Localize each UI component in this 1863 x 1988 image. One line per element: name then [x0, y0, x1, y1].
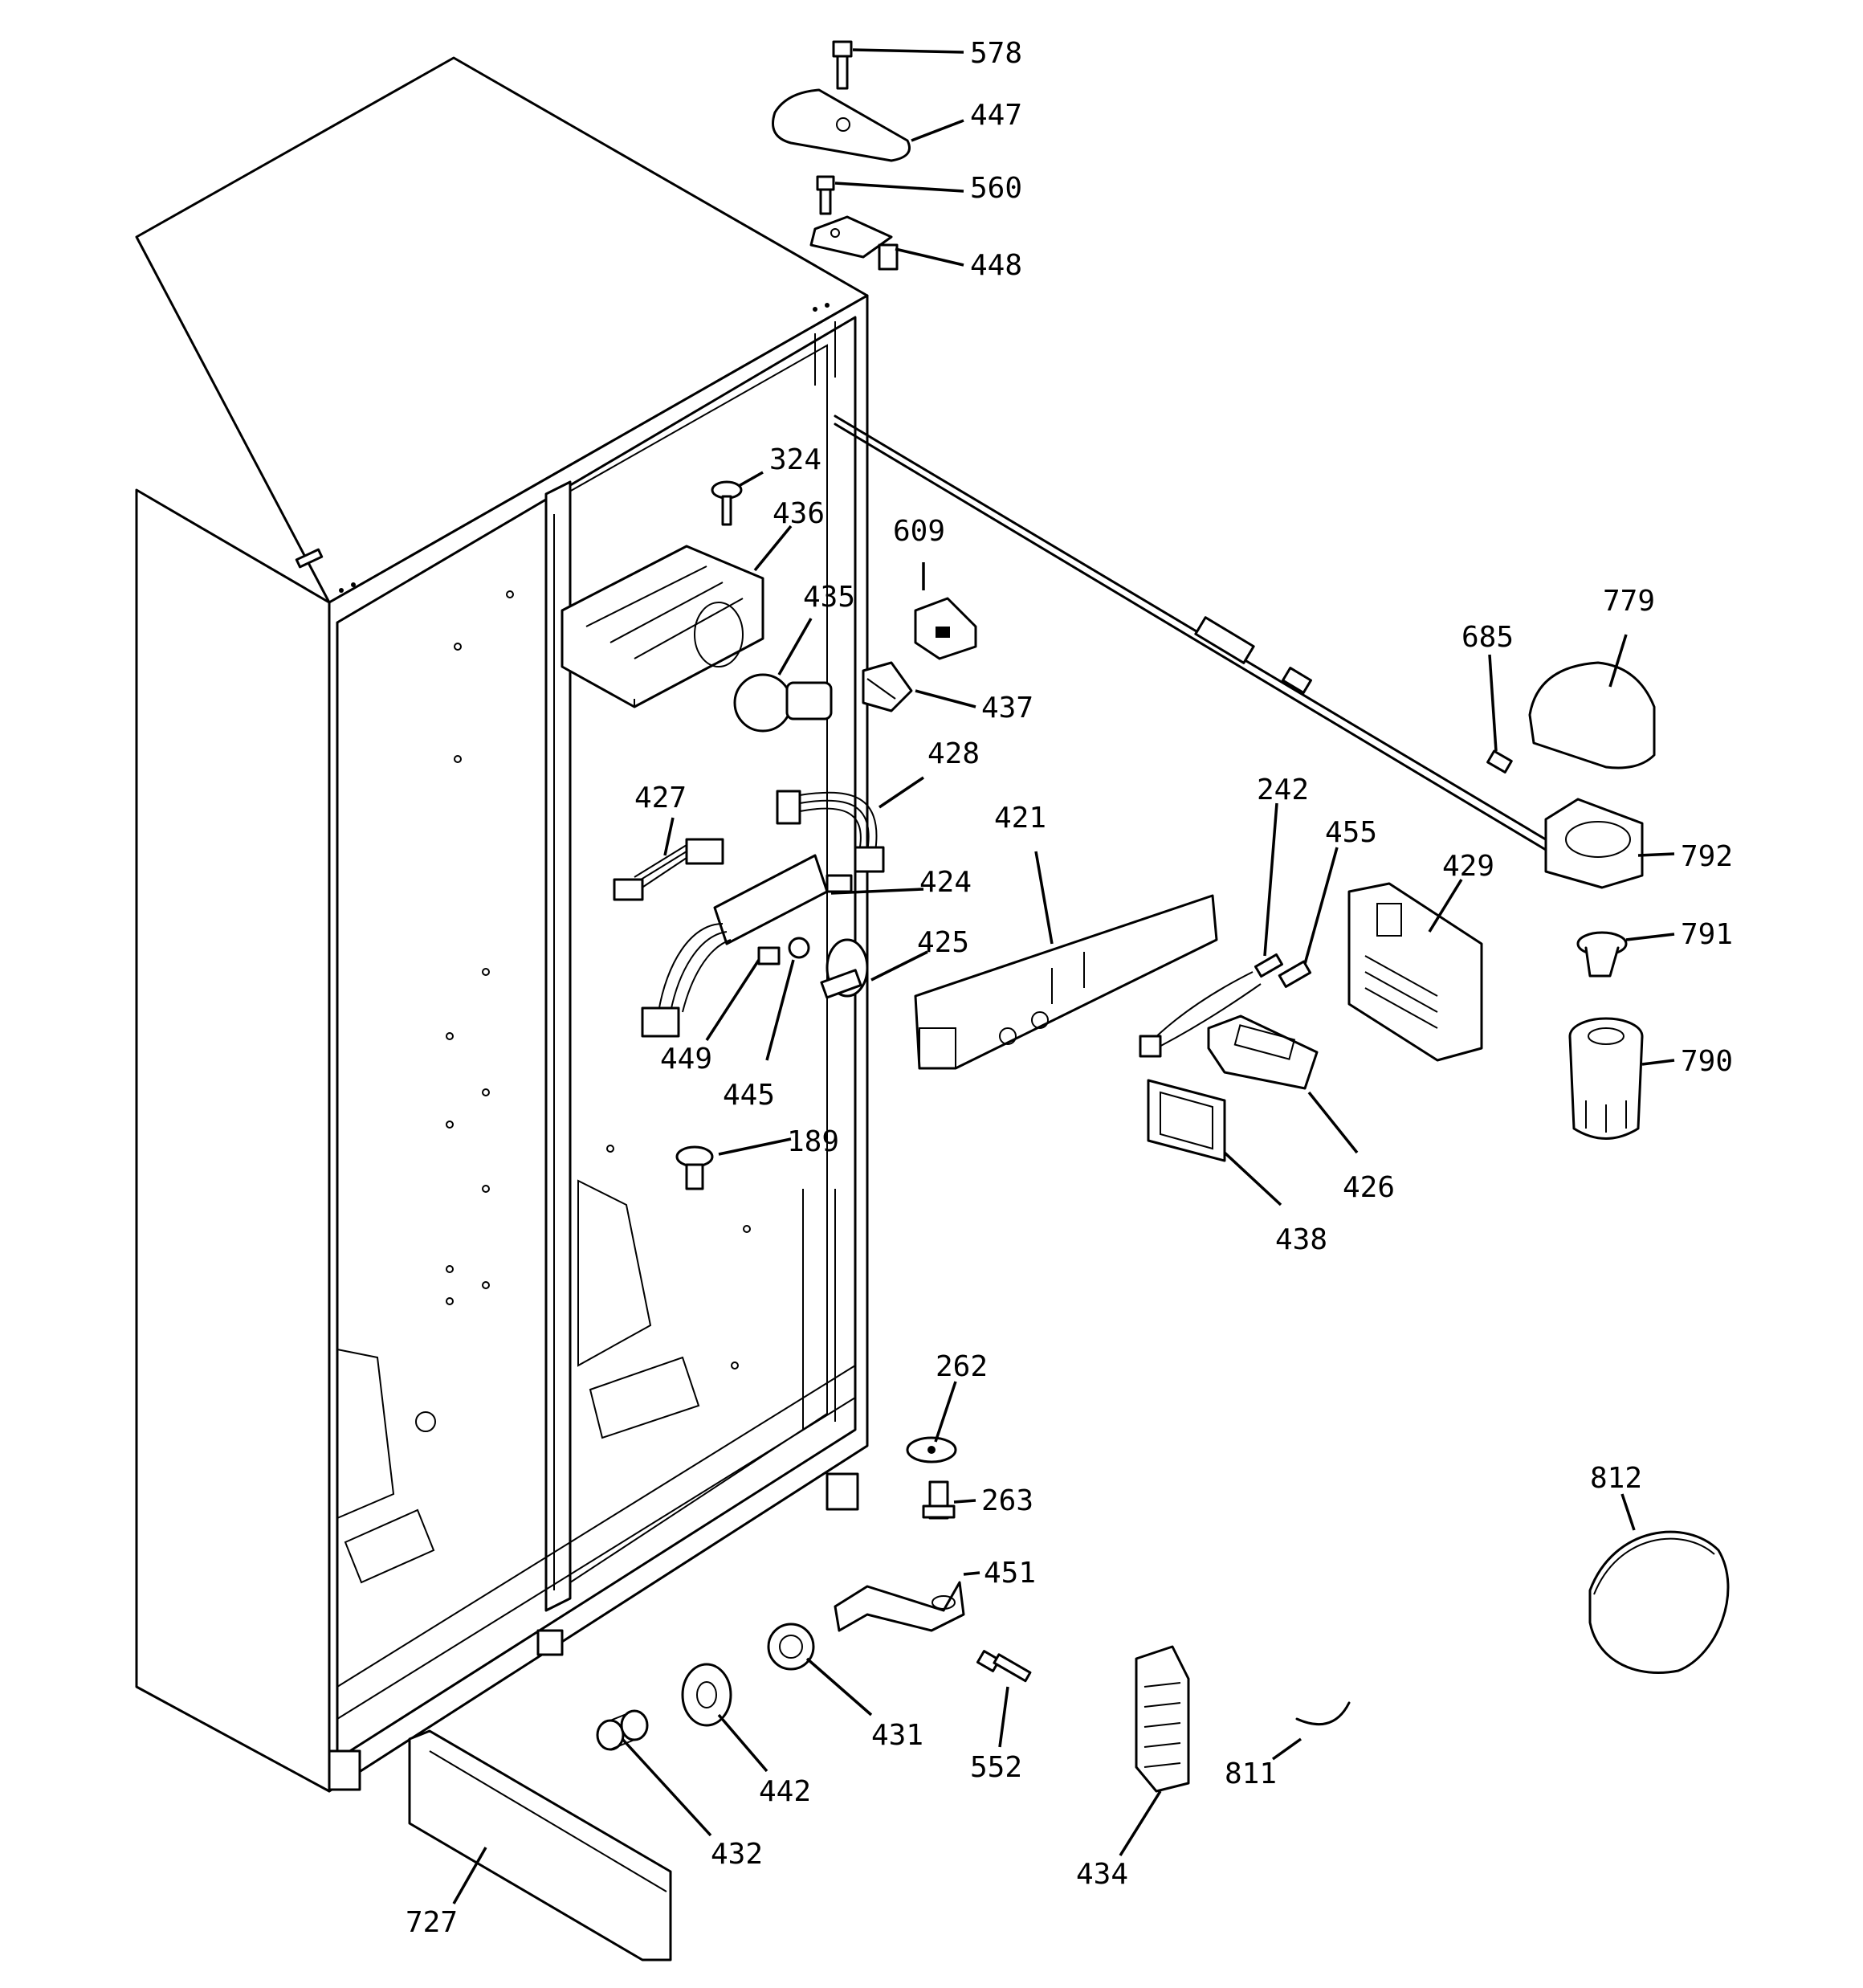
gasket-812: [1588, 1530, 1730, 1674]
callout-435: 435: [803, 581, 855, 614]
callout-434: 434: [1076, 1858, 1128, 1891]
washer-442: [681, 1663, 732, 1727]
callout-242: 242: [1257, 774, 1309, 806]
filter-bypass-791: [1576, 931, 1628, 978]
top-hinge-448: [809, 215, 899, 271]
clip-811: [1295, 1701, 1351, 1726]
light-shield-436: [561, 545, 764, 708]
actuator-455: [1278, 960, 1312, 988]
callout-labels: 578 447 560 448 324 436 609 435 437 779 …: [406, 37, 1733, 1939]
callout-429: 429: [1442, 850, 1494, 883]
callout-451: 451: [984, 1557, 1036, 1590]
lens-438: [1147, 1079, 1226, 1162]
callout-811: 811: [1225, 1757, 1277, 1790]
plug-button-189: [675, 1145, 714, 1190]
callout-727: 727: [406, 1906, 458, 1939]
callout-812: 812: [1590, 1462, 1642, 1495]
callout-262: 262: [936, 1350, 988, 1383]
callout-431: 431: [871, 1719, 923, 1752]
callout-425: 425: [917, 926, 969, 959]
callout-447: 447: [970, 99, 1022, 132]
callout-578: 578: [970, 37, 1022, 70]
callout-609: 609: [893, 515, 945, 548]
callout-428: 428: [927, 737, 980, 770]
plug-button-324: [711, 480, 743, 526]
callout-455: 455: [1325, 816, 1377, 849]
light-switch-609: [914, 597, 977, 660]
water-tube: [834, 414, 1567, 861]
control-assembly-424: [641, 854, 853, 1038]
hinge-screw-560: [816, 175, 835, 215]
callout-685: 685: [1461, 621, 1514, 654]
callout-560: 560: [970, 172, 1022, 205]
sensor-242: [1254, 953, 1283, 978]
hinge-screw-578: [832, 40, 853, 90]
callout-442: 442: [759, 1775, 811, 1808]
light-socket-437: [862, 661, 913, 712]
filter-cover-779: [1528, 661, 1656, 769]
hinge-screw-552: [976, 1650, 1032, 1683]
washer-262: [906, 1436, 957, 1463]
spacer-445: [788, 937, 810, 959]
kickplate-727: [408, 1729, 672, 1961]
callout-437: 437: [981, 692, 1033, 725]
callout-438: 438: [1275, 1223, 1327, 1256]
harness-427: [613, 838, 724, 901]
grille-434: [1135, 1645, 1190, 1793]
hinge-cover-447: [772, 88, 911, 162]
callout-436: 436: [773, 497, 825, 530]
filter-screw-685: [1486, 749, 1513, 774]
leader-lines: [452, 48, 1675, 1904]
callout-324: 324: [769, 443, 821, 476]
callout-448: 448: [970, 249, 1022, 282]
callout-189: 189: [787, 1125, 839, 1158]
hinge-pin-263: [922, 1480, 956, 1520]
water-filter-790: [1568, 1017, 1644, 1140]
knob-425: [820, 938, 869, 999]
harness-428: [776, 790, 885, 873]
dispenser-module-429: [1347, 882, 1483, 1062]
light-bulb-435: [733, 673, 833, 733]
callout-426: 426: [1343, 1171, 1395, 1204]
callout-427: 427: [634, 782, 687, 814]
dispenser-lamp-426: [1139, 971, 1319, 1090]
callout-779: 779: [1603, 585, 1655, 618]
callout-790: 790: [1681, 1045, 1733, 1078]
refrigerator-cabinet: [135, 56, 869, 1793]
closure-cam-431: [767, 1623, 815, 1671]
callout-432: 432: [711, 1838, 763, 1871]
dispenser-housing-421: [914, 894, 1218, 1070]
callout-449: 449: [660, 1043, 712, 1076]
callout-263: 263: [981, 1484, 1033, 1517]
callout-424: 424: [919, 866, 972, 899]
callout-421: 421: [994, 802, 1046, 835]
bushing-432: [596, 1709, 649, 1751]
callout-791: 791: [1681, 918, 1733, 951]
bottom-hinge-451: [834, 1581, 965, 1632]
callout-792: 792: [1681, 840, 1733, 873]
callout-445: 445: [723, 1079, 775, 1112]
filter-housing-792: [1544, 798, 1644, 889]
callout-552: 552: [970, 1751, 1022, 1784]
